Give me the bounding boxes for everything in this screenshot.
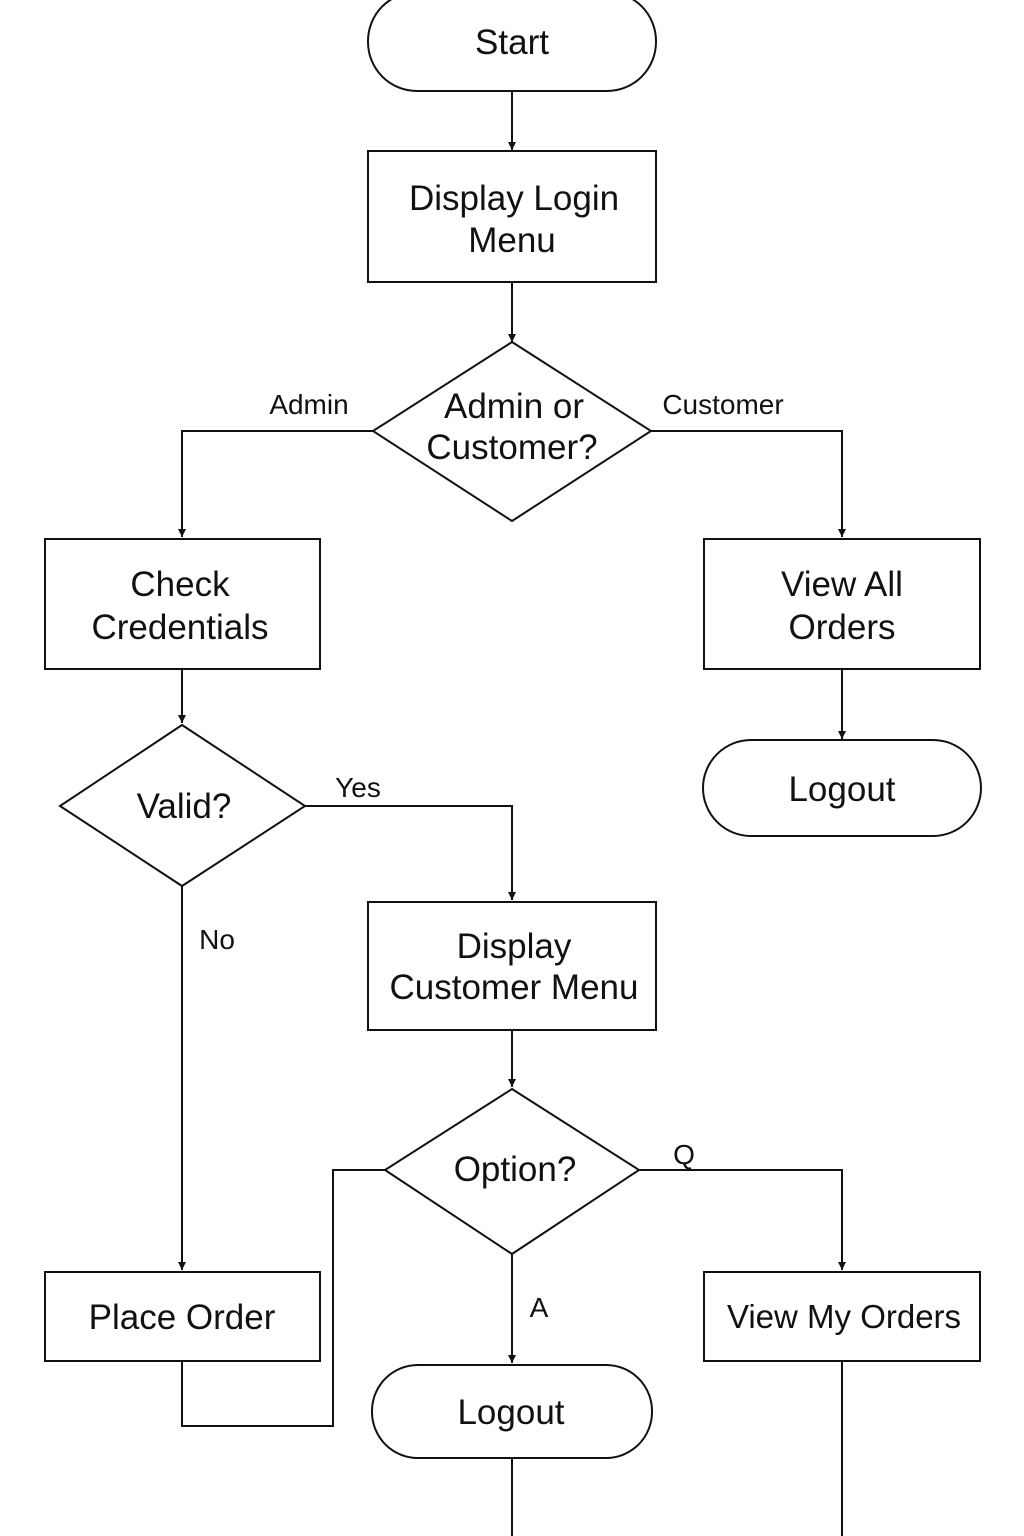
node-admin-or-customer: Admin or Customer? bbox=[371, 340, 653, 523]
edge-decision-to-view-all-orders bbox=[651, 430, 846, 537]
node-label: Logout bbox=[788, 770, 895, 809]
edge-place-order-loop bbox=[181, 1169, 385, 1427]
node-logout-top: Logout bbox=[702, 739, 982, 837]
edge-label-a: A bbox=[530, 1292, 549, 1323]
edge-option-q-to-view-my-orders bbox=[639, 1169, 846, 1270]
process-shape bbox=[367, 150, 657, 283]
edge-label-yes: Yes bbox=[335, 772, 381, 803]
node-logout-bottom: Logout bbox=[371, 1364, 653, 1459]
node-label: View My Orders bbox=[727, 1298, 961, 1335]
node-label: Place Order bbox=[89, 1298, 276, 1337]
edge-valid-yes-to-customer-menu bbox=[305, 805, 516, 900]
edge-label-no: No bbox=[199, 924, 235, 955]
decision-shape bbox=[371, 340, 653, 523]
node-label-line2: Credentials bbox=[91, 608, 268, 647]
node-view-all-orders: View All Orders bbox=[703, 538, 981, 670]
process-shape bbox=[703, 1271, 981, 1362]
node-start: Start bbox=[367, 0, 657, 92]
node-label-line2: Orders bbox=[789, 608, 896, 647]
node-label-line2: Menu bbox=[468, 221, 556, 260]
node-label-line1: Display bbox=[457, 927, 572, 966]
node-label-line1: Display Login bbox=[409, 179, 619, 218]
process-shape bbox=[44, 538, 321, 670]
process-shape bbox=[44, 1271, 321, 1362]
node-option: Option? bbox=[383, 1087, 641, 1256]
edge-label-customer: Customer bbox=[662, 389, 783, 420]
process-shape bbox=[367, 901, 657, 1031]
decision-shape bbox=[58, 723, 307, 888]
node-label: Option? bbox=[454, 1150, 577, 1189]
process-shape bbox=[703, 538, 981, 670]
node-label: Valid? bbox=[137, 787, 232, 826]
edge-decision-to-check-credentials bbox=[178, 430, 373, 537]
node-valid: Valid? bbox=[58, 723, 307, 888]
terminal-shape bbox=[702, 739, 982, 837]
edge-labels: Admin Customer Yes No Q A bbox=[199, 389, 784, 1323]
edge-label-admin: Admin bbox=[269, 389, 348, 420]
node-label-line2: Customer Menu bbox=[390, 968, 639, 1007]
node-display-customer-menu: Display Customer Menu bbox=[367, 901, 657, 1031]
node-label-line1: View All bbox=[781, 565, 903, 604]
node-label-line1: Check bbox=[130, 565, 230, 604]
node-label: Start bbox=[475, 23, 549, 62]
node-view-my-orders: View My Orders bbox=[703, 1271, 981, 1362]
node-check-credentials: Check Credentials bbox=[44, 538, 321, 670]
edge-label-q: Q bbox=[673, 1139, 695, 1170]
node-display-login-menu: Display Login Menu bbox=[367, 150, 657, 283]
edges bbox=[178, 91, 846, 1536]
node-label-line1: Admin or bbox=[444, 387, 584, 426]
node-place-order: Place Order bbox=[44, 1271, 321, 1362]
decision-shape bbox=[383, 1087, 641, 1256]
terminal-shape bbox=[367, 0, 657, 92]
terminal-shape bbox=[371, 1364, 653, 1459]
node-label-line2: Customer? bbox=[426, 428, 597, 467]
node-label: Logout bbox=[457, 1393, 564, 1432]
